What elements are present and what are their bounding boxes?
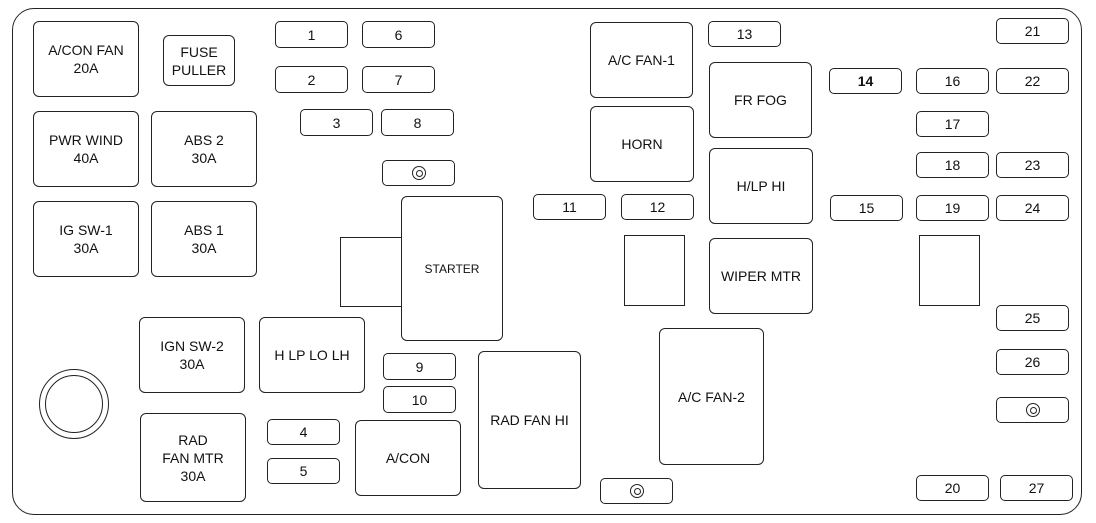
fuse-5: 5 [267, 458, 340, 484]
relay-abs2: ABS 2 30A [151, 111, 257, 187]
fuse-10: 10 [383, 386, 456, 413]
bolt-terminal-right [996, 397, 1069, 423]
relay-ign-sw2: IGN SW-2 30A [139, 317, 245, 393]
relay-acon: A/CON [355, 420, 461, 496]
fuse-box-outline [12, 8, 1082, 515]
bolt-terminal-icon [629, 484, 644, 498]
relay-starter: STARTER [401, 196, 503, 341]
fuse-8: 8 [381, 109, 454, 136]
relay-wiper-mtr: WIPER MTR [709, 238, 813, 314]
fuse-16: 16 [916, 68, 989, 94]
fuse-7: 7 [362, 66, 435, 93]
fuse-puller: FUSE PULLER [163, 35, 235, 86]
fuse-3: 3 [300, 109, 373, 136]
relay-acon-fan: A/CON FAN 20A [33, 21, 139, 97]
relay-abs1: ABS 1 30A [151, 201, 257, 277]
fuse-21: 21 [996, 18, 1069, 44]
relay-hlp-lo-lh: H LP LO LH [259, 317, 365, 393]
round-terminal-icon [39, 369, 109, 439]
fuse-26: 26 [996, 349, 1069, 375]
fuse-25: 25 [996, 305, 1069, 331]
fuse-9: 9 [383, 353, 456, 380]
relay-ac-fan2: A/C FAN-2 [659, 328, 764, 465]
relay-hlp-hi: H/LP HI [709, 148, 813, 224]
bolt-terminal-top [382, 160, 455, 186]
relay-pwr-wind: PWR WIND 40A [33, 111, 139, 187]
fuse-19: 19 [916, 195, 989, 221]
relay-ac-fan1: A/C FAN-1 [590, 22, 693, 98]
fuse-18: 18 [916, 152, 989, 178]
round-terminal-inner [45, 375, 103, 433]
fuse-17: 17 [916, 111, 989, 137]
fuse-13: 13 [708, 21, 781, 47]
fuse-1: 1 [275, 21, 348, 48]
fuse-6: 6 [362, 21, 435, 48]
relay-horn: HORN [590, 106, 694, 182]
relay-ig-sw1: IG SW-1 30A [33, 201, 139, 277]
fuse-14: 14 [829, 68, 902, 94]
fuse-23: 23 [996, 152, 1069, 178]
empty-slot-right [919, 235, 980, 306]
fuse-15: 15 [830, 195, 903, 221]
fuse-4: 4 [267, 419, 340, 445]
fuse-11: 11 [533, 194, 606, 220]
fuse-24: 24 [996, 195, 1069, 221]
fuse-27: 27 [1000, 475, 1073, 501]
bolt-terminal-bottom [600, 478, 673, 504]
bolt-terminal-icon [411, 166, 426, 180]
bolt-terminal-icon [1025, 403, 1040, 417]
relay-rad-fan-hi: RAD FAN HI [478, 351, 581, 489]
relay-rad-fan-mtr: RAD FAN MTR 30A [140, 413, 246, 502]
fuse-12: 12 [621, 194, 694, 220]
fuse-20: 20 [916, 475, 989, 501]
fuse-22: 22 [996, 68, 1069, 94]
relay-fr-fog: FR FOG [709, 62, 812, 138]
fuse-2: 2 [275, 66, 348, 93]
empty-slot-left [624, 235, 685, 306]
starter-relay-tab [340, 237, 404, 307]
